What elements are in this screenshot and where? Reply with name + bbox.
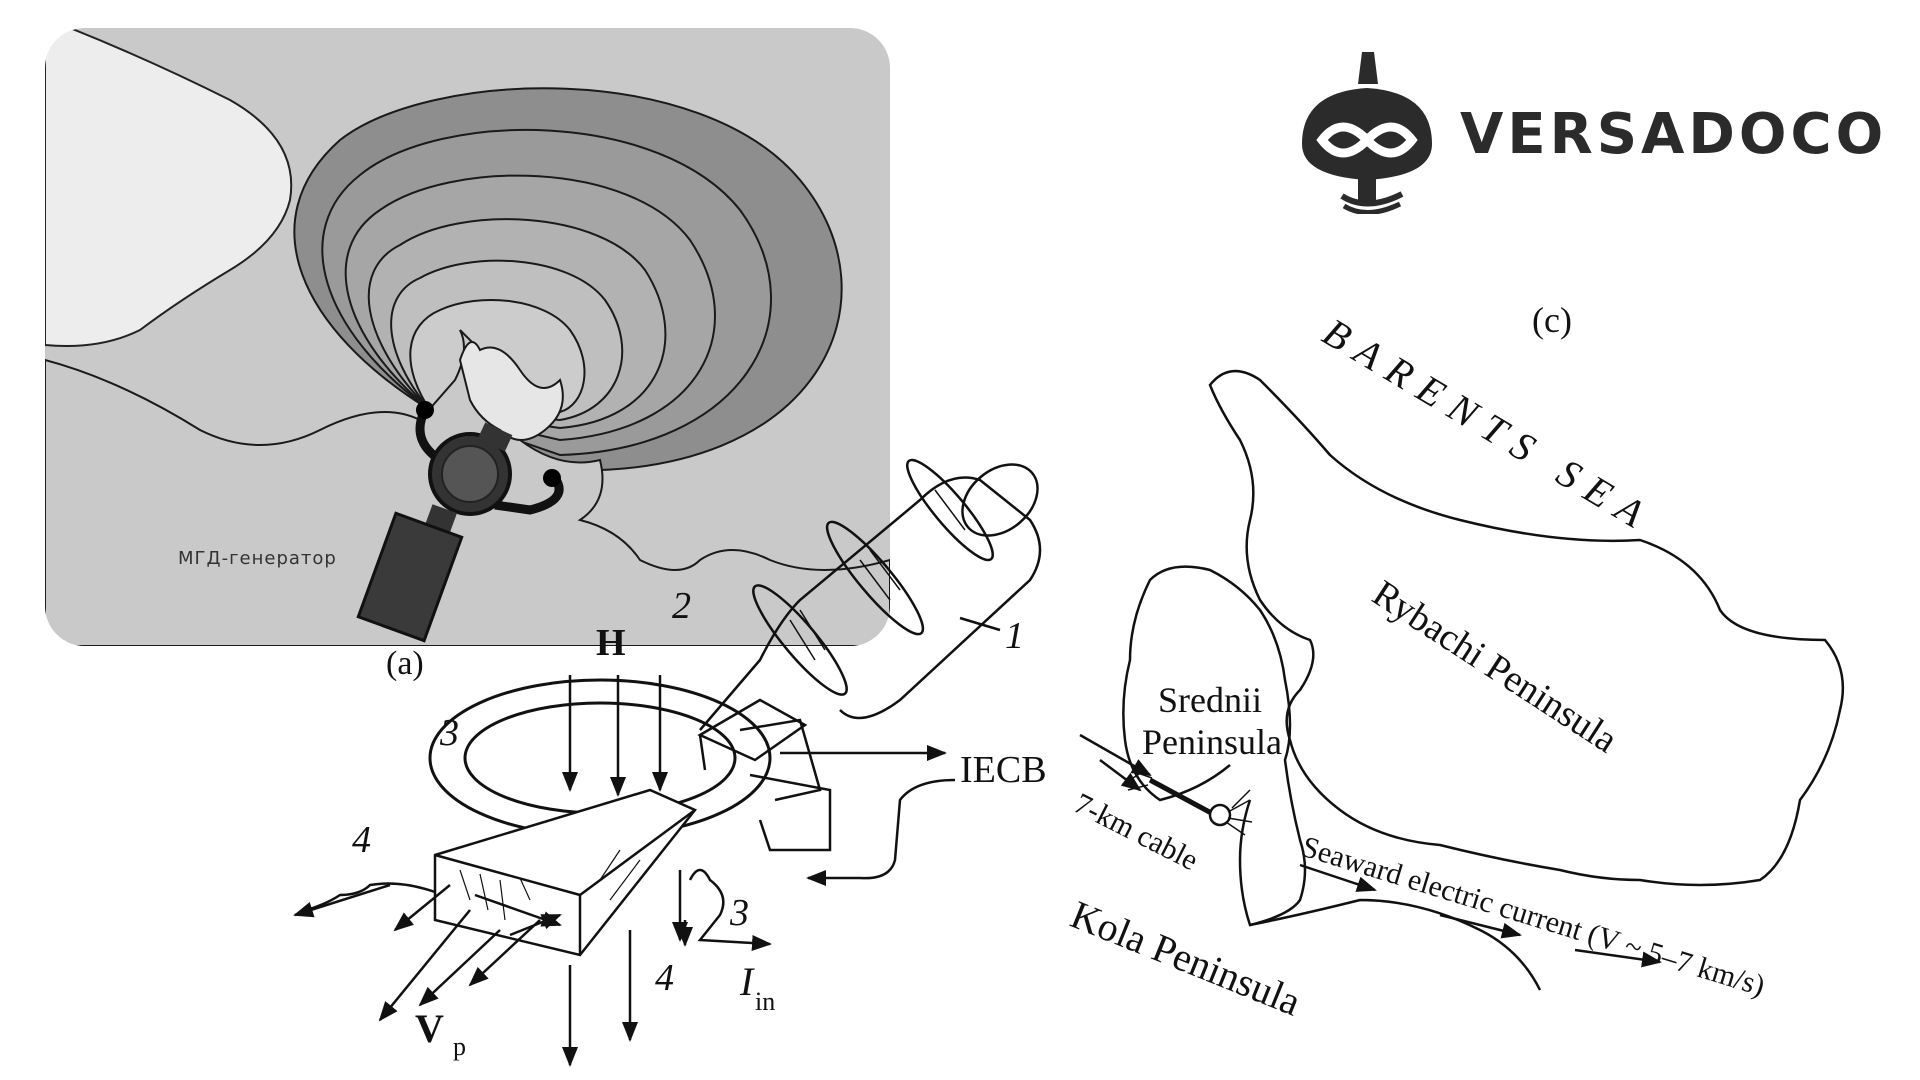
kola-label: Kola Peninsula bbox=[1065, 892, 1308, 1025]
velocity-arrows bbox=[293, 870, 688, 1067]
label-H: H bbox=[596, 622, 626, 664]
mhd-generator bbox=[356, 401, 564, 643]
panel-b-labels: H 1 2 3 3 4 4 IECB I in V p bbox=[352, 585, 1047, 1061]
label-1: 1 bbox=[1005, 615, 1024, 657]
rybachi-label: Rybachi Peninsula bbox=[1365, 572, 1625, 761]
label-velocity-sub: p bbox=[453, 1032, 466, 1061]
srednii-label-1: Srednii bbox=[1158, 680, 1262, 720]
label-3-bottom: 3 bbox=[729, 892, 749, 934]
panel-b-apparatus bbox=[293, 458, 1042, 1067]
brand-logo: VERSADOCO bbox=[1282, 44, 1883, 215]
panel-c-caption: (c) bbox=[1532, 300, 1572, 340]
rybachi-outline bbox=[1208, 370, 1845, 887]
land-upper-left bbox=[45, 28, 293, 347]
label-velocity-main: V bbox=[415, 1006, 444, 1051]
versadoco-mark-icon bbox=[1302, 52, 1432, 215]
kola-coastline bbox=[1249, 898, 1542, 991]
panel-c-map: (c) BARENTS SEA Rybachi Peninsula Sredni… bbox=[1065, 300, 1845, 1025]
label-3-top: 3 bbox=[439, 712, 459, 754]
label-2: 2 bbox=[672, 585, 691, 627]
electrode-block bbox=[433, 788, 697, 957]
label-4-left: 4 bbox=[352, 819, 371, 861]
label-current-sub: in bbox=[755, 987, 775, 1016]
input-wire bbox=[299, 882, 436, 914]
current-arrows bbox=[1079, 733, 1662, 968]
coil-tube bbox=[699, 458, 1042, 731]
brand-wordmark: VERSADOCO bbox=[1460, 102, 1888, 167]
label-iecb: IECB bbox=[960, 749, 1047, 791]
iecb-wire-in bbox=[806, 778, 956, 886]
coil-ring-1 bbox=[825, 520, 925, 636]
coil-ring-3 bbox=[906, 458, 994, 562]
ring-coil-inner bbox=[463, 701, 737, 815]
magnetic-field-arrows bbox=[562, 675, 668, 797]
srednii-outline bbox=[1122, 565, 1307, 927]
panel-a-caption: (a) bbox=[386, 645, 424, 682]
mhd-generator-label: МГД-генератор bbox=[178, 548, 337, 569]
label-4-bottom: 4 bbox=[655, 957, 674, 999]
srednii-label-2: Peninsula bbox=[1142, 722, 1282, 762]
label-current-main: I bbox=[739, 959, 755, 1004]
panel-a-map: МГД-генератор (a) bbox=[45, 28, 890, 682]
barents-sea-label: BARENTS SEA bbox=[1315, 309, 1662, 542]
